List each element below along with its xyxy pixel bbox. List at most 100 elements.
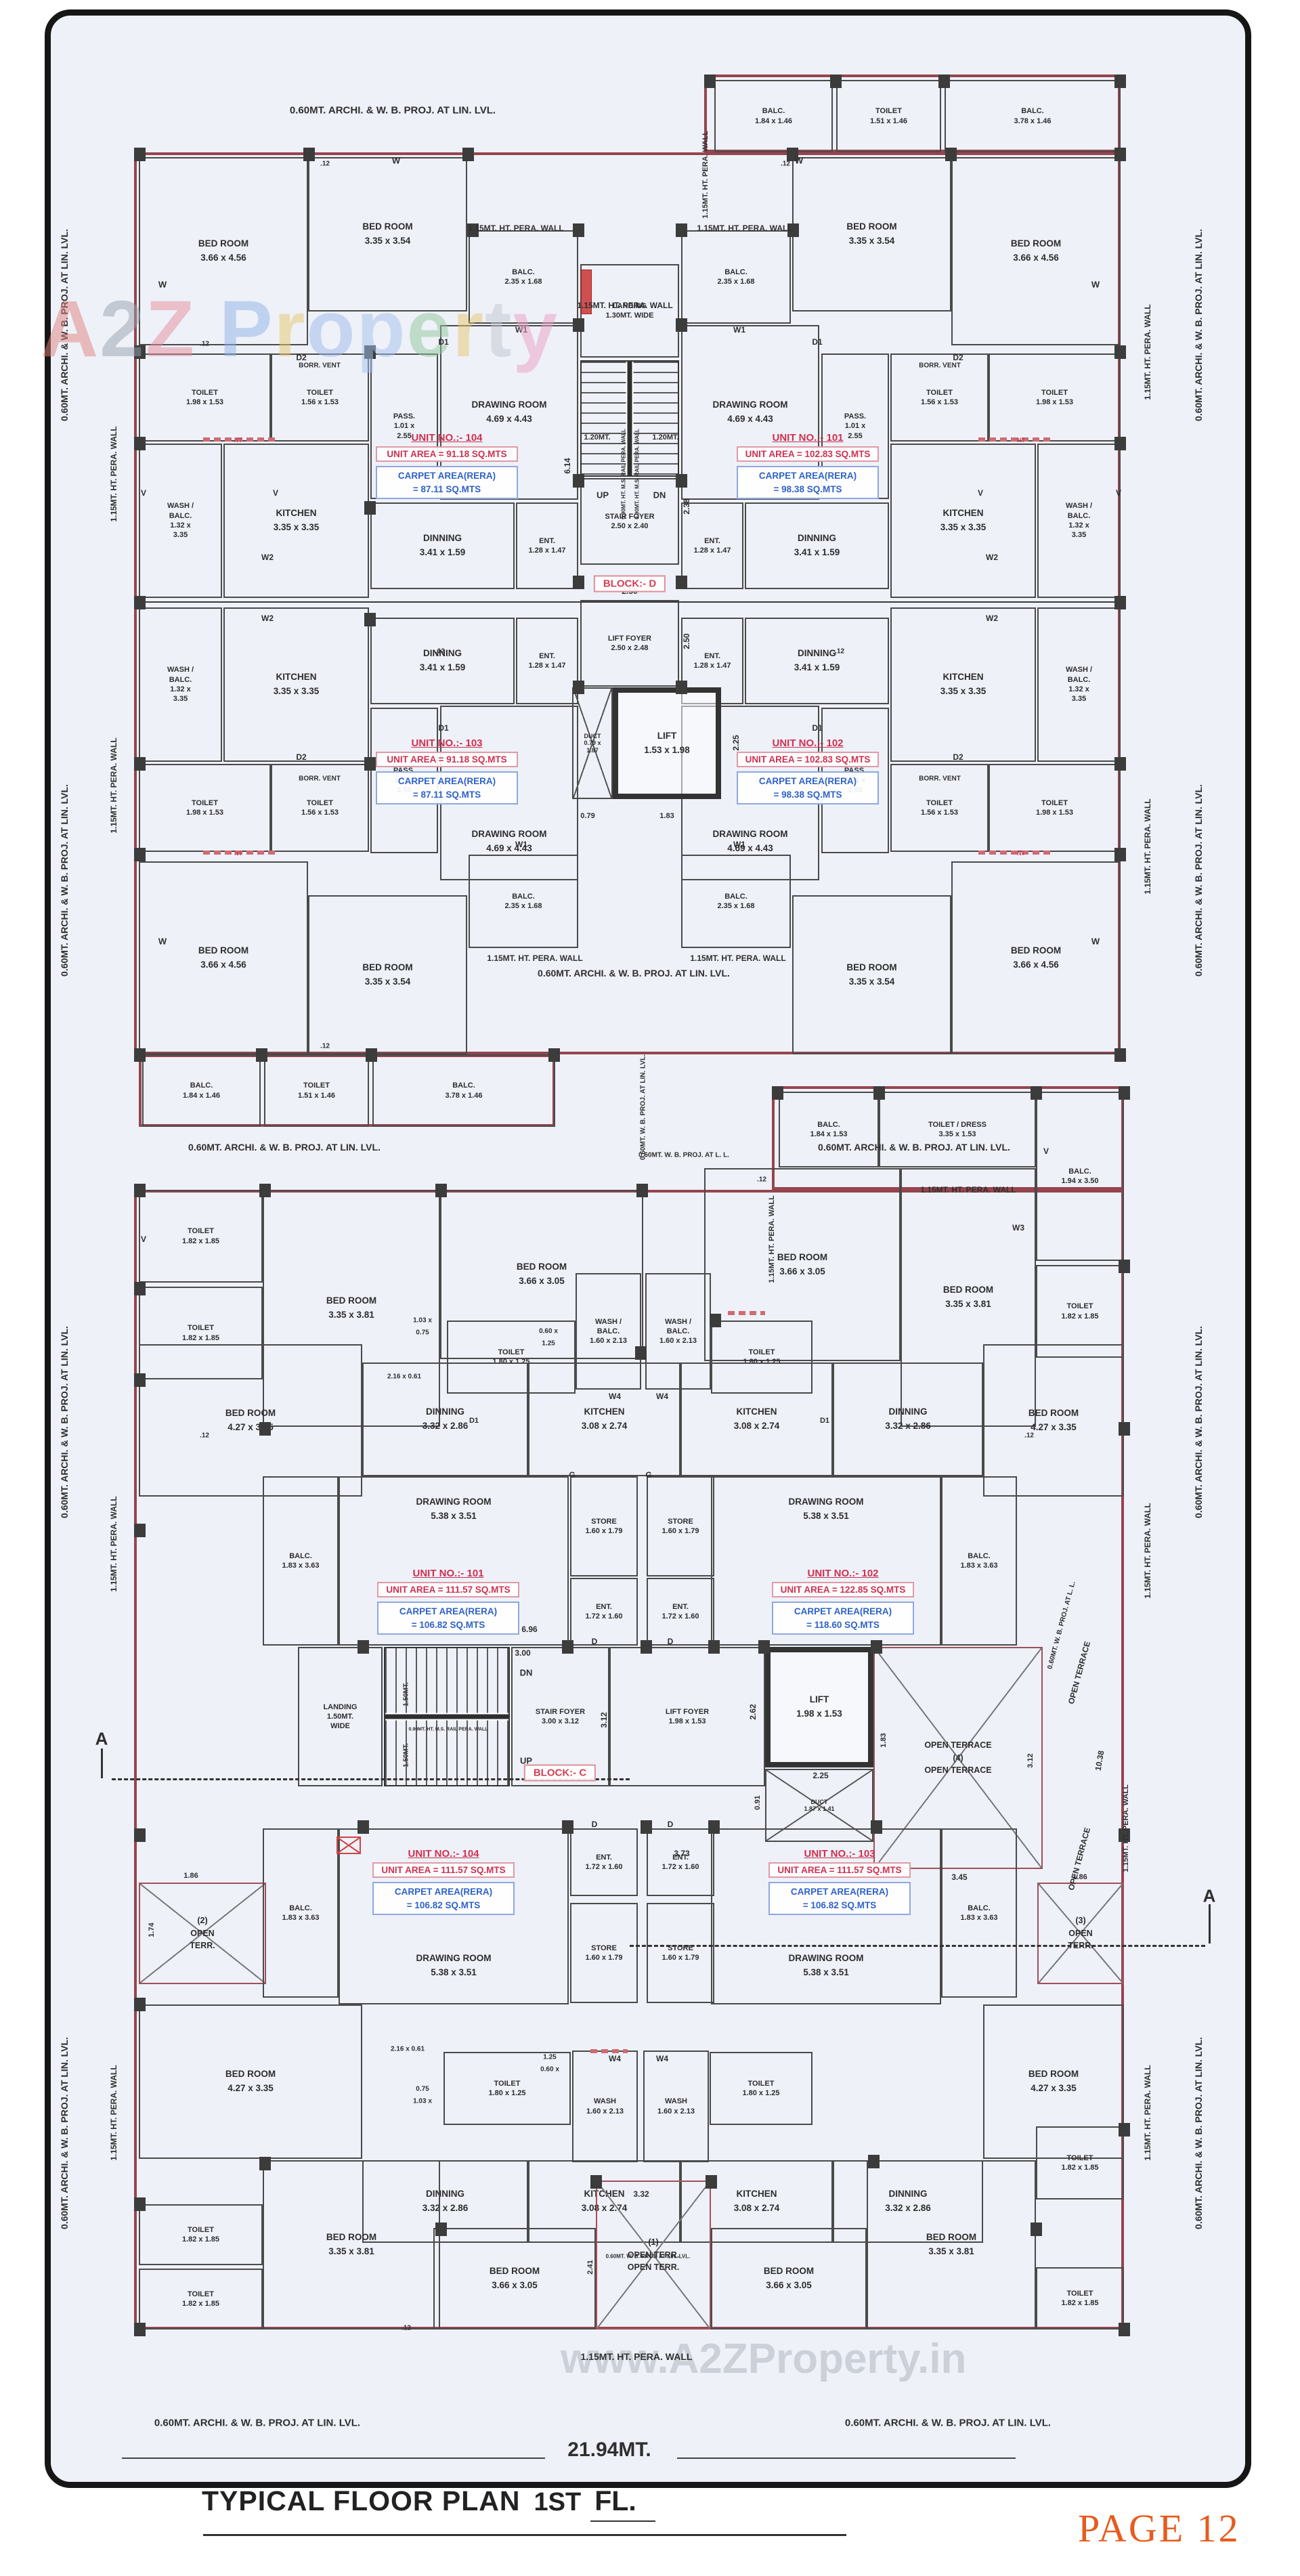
structural-column (787, 223, 799, 237)
structural-column (1119, 1828, 1130, 1842)
room-label: 1.82 x 1.85 (181, 1237, 220, 1245)
room-label: TOILET (188, 2225, 214, 2234)
line-dim (122, 2457, 545, 2459)
annotation-w: W (158, 279, 167, 290)
riser-marker (581, 270, 592, 314)
structural-column (708, 1820, 720, 1834)
structural-column (938, 74, 950, 88)
structural-column (1119, 1260, 1130, 1273)
room-balc: BALC.1.83 x 3.63 (263, 1476, 339, 1646)
room-label: KITCHEN (942, 672, 984, 683)
room-label: TOILET (307, 388, 333, 397)
room-label: 1.84 x 1.46 (182, 1091, 221, 1100)
room-label: DINNING (423, 648, 462, 659)
room-label: 1.32 x (170, 685, 191, 693)
room-label: BED ROOM (1028, 2069, 1079, 2080)
structural-column (548, 1048, 560, 1062)
room-label: 3.35 (173, 531, 188, 540)
room-label: 1.82 x 1.85 (181, 2300, 220, 2308)
unit-info-line: UNIT AREA = 91.18 SQ.MTS (376, 446, 518, 462)
room-label: 5.38 x 3.51 (431, 1967, 477, 1978)
room-label: LIFT FOYER (665, 1707, 710, 1716)
room-label: 3.35 x 3.81 (945, 1299, 991, 1309)
annotation-w1: W1 (515, 840, 527, 849)
annotation-3-45: 3.45 (951, 1872, 968, 1882)
room-label: 1.32 x (170, 521, 191, 530)
annotation-6-14: 6.14 (563, 458, 572, 474)
annotation-up: UP (519, 1755, 533, 1766)
structural-column (708, 1640, 720, 1654)
room-label: 1.98 x 1.53 (796, 1709, 842, 1719)
annotation-3-12: 3.12 (599, 1712, 609, 1728)
annotation-d2: D2 (296, 353, 307, 362)
room-label: 5.38 x 3.51 (803, 1967, 849, 1978)
room-label: 1.60 x 2.13 (589, 1337, 628, 1346)
room-label: KITCHEN (736, 2189, 777, 2199)
unit-info-line: CARPET AREA(RERA)= 118.60 SQ.MTS (772, 1602, 914, 1635)
unit-info-line: = 98.38 SQ.MTS (773, 484, 842, 494)
room-label: BALC. (1067, 511, 1091, 520)
unit-info-line: = 106.82 SQ.MTS (406, 1899, 481, 1910)
annotation-1-15mt-ht-pera-wall: 1.15MT. HT. PERA. WALL (920, 1185, 1016, 1195)
unit-info-line: UNIT AREA = 111.57 SQ.MTS (768, 1862, 911, 1878)
room-label: STORE (591, 1944, 617, 1952)
room-label: 3.66 x 4.56 (200, 959, 246, 970)
vent-pipe-marker (978, 437, 1053, 442)
annotation-w2: W2 (261, 553, 274, 562)
room-label: OPEN (1068, 1928, 1093, 1938)
room-label: PASS. (393, 412, 416, 421)
title-text: TYPICAL FLOOR PLAN (202, 2485, 521, 2516)
annotation-a: A (95, 1728, 108, 1749)
annotation-1-15mt-ht-pera-wall: 1.15MT. HT. PERA. WALL (487, 953, 583, 963)
unit-info-line: UNIT AREA = 122.85 SQ.MTS (772, 1582, 914, 1597)
vent-pipe-marker (728, 1311, 765, 1315)
annotation-0-60mt-archi-w-b-proj-at-lin-lvl: 0.60MT. ARCHI. & W. B. PROJ. AT LIN. LVL… (59, 1326, 70, 1518)
room-label: BED ROOM (516, 1262, 567, 1272)
annotation-1-15mt-ht-pera-wall: 1.15MT. HT. PERA. WALL (1143, 304, 1152, 400)
room-label: 2.35 x 1.68 (717, 902, 755, 910)
unit-info-line: CARPET AREA(RERA) (394, 1887, 493, 1897)
room-label: 3.08 x 2.74 (733, 1421, 780, 1431)
annotation-w: W (158, 936, 167, 947)
annotation-0-91: 0.91 (754, 1795, 762, 1810)
room-label: TOILET (303, 1081, 330, 1090)
room-wash: WASH /BALC.1.60 x 2.13 (645, 1273, 711, 1390)
room-label: TOILET (307, 798, 333, 807)
room-label: 5.38 x 3.51 (431, 1510, 477, 1521)
room-label: DINNING (888, 2189, 928, 2199)
room-label: 1.01 x (844, 422, 866, 431)
annotation-1-15mt-ht-pera-wall: 1.15MT. HT. PERA. WALL (468, 223, 564, 233)
annotation-1-50mt: 1.50MT. (402, 1682, 410, 1706)
room-label: TOILET (1066, 1302, 1093, 1311)
room-label: WASH / (1065, 502, 1093, 511)
room-label: 1.60 x 1.79 (585, 1527, 623, 1535)
annotation-1-86: 1.86 (1072, 1873, 1087, 1881)
annotation-w1: W1 (733, 325, 745, 335)
room-label: 1.98 x 1.53 (186, 398, 224, 406)
annotation-d: D (667, 1820, 674, 1829)
room-label: 1.82 x 1.85 (181, 1333, 220, 1342)
room-label: ENT. (596, 1602, 612, 1611)
room-label: 1.56 x 1.53 (920, 398, 959, 406)
room-label: 3.66 x 4.56 (200, 253, 246, 263)
annotation-0-60mt-archi-w-b-proj-at-lin-lvl: 0.60MT. ARCHI. & W. B. PROJ. AT LIN. LVL… (844, 2417, 1052, 2429)
room-label: KITCHEN (276, 672, 317, 683)
room-label: 3.08 x 2.74 (733, 2203, 780, 2213)
room-label: ENT. (672, 1853, 689, 1862)
